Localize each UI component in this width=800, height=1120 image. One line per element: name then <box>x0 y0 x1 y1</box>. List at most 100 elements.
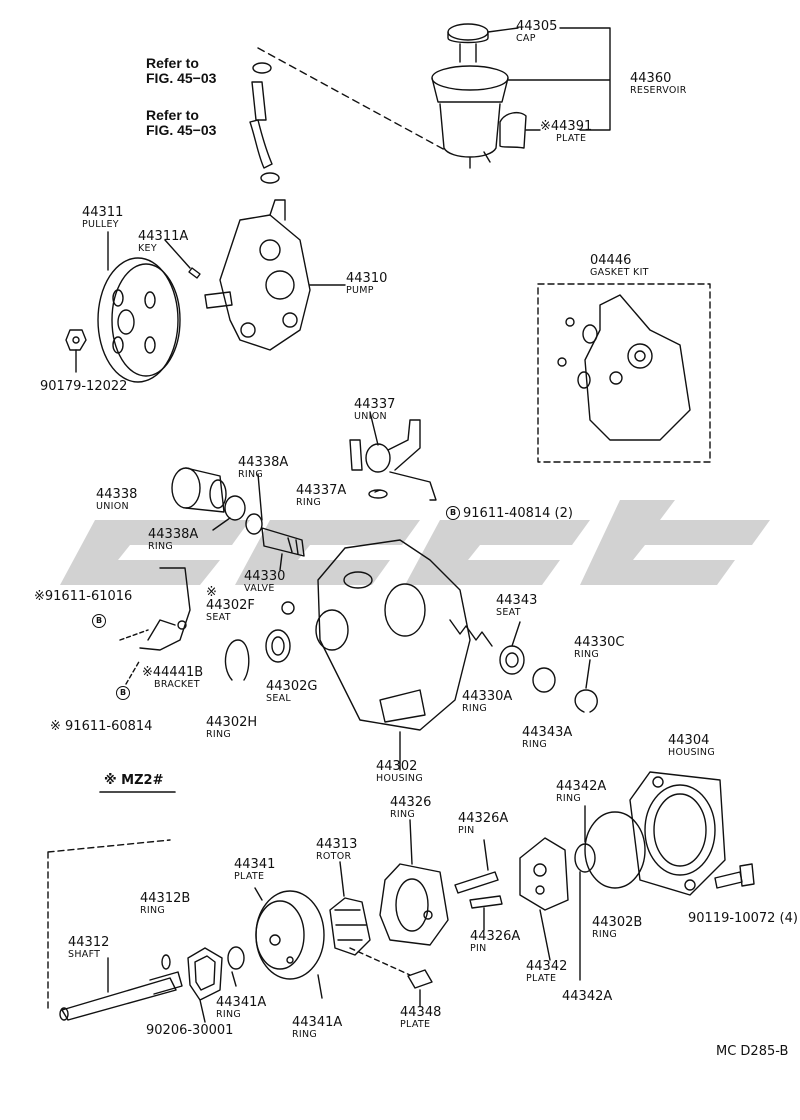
part-label-44338A-upper: 44338A RING <box>238 456 288 480</box>
pulley-icon <box>97 257 181 383</box>
part-name: VALVE <box>244 583 275 594</box>
part-name: RING <box>238 469 264 480</box>
part-number: 44312 <box>68 935 110 950</box>
part-name: SEAT <box>496 607 521 618</box>
seal-90206-icon <box>187 947 223 1001</box>
part-number: 44302G <box>266 679 318 694</box>
part-name: RING <box>522 739 548 750</box>
seal-44302G-icon <box>265 629 291 663</box>
part-name: RING <box>390 809 416 820</box>
part-name: PLATE <box>400 1019 431 1030</box>
part-number: 44312B <box>140 891 191 906</box>
part-number: 44341 <box>234 857 276 872</box>
part-name: RING <box>462 703 488 714</box>
part-label-44330: 44330 VALVE <box>244 570 285 594</box>
part-mark: ※ <box>206 585 217 600</box>
part-number: 44310 <box>346 271 388 286</box>
part-number: 44326A <box>458 811 509 826</box>
part-number: 44341A <box>292 1015 343 1030</box>
part-label-44348: 44348 PLATE <box>400 1006 441 1030</box>
part-label-44343A: 44343A RING <box>522 726 572 750</box>
part-name: SHAFT <box>68 949 101 960</box>
gasket-kit-box <box>537 283 711 463</box>
part-label-04446: 04446 GASKET KIT <box>590 254 649 278</box>
part-number: ※44391 <box>540 119 593 134</box>
part-label-44312: 44312 SHAFT <box>68 936 109 960</box>
part-label-90179: 90179-12022 <box>40 380 127 393</box>
ring-44330C-icon <box>574 689 598 713</box>
part-label-44342: 44342 PLATE <box>526 960 567 984</box>
part-name: SEAT <box>206 612 231 623</box>
part-name: UNION <box>96 501 129 512</box>
part-name: PUMP <box>346 285 374 296</box>
part-label-44341A-left: 44341A RING <box>216 996 266 1020</box>
part-number: 44348 <box>400 1005 442 1020</box>
part-number: 44305 <box>516 19 558 34</box>
part-label-44341A-right: 44341A RING <box>292 1016 342 1040</box>
part-label-44330A: 44330A RING <box>462 690 512 714</box>
part-name: UNION <box>354 411 387 422</box>
part-number: 44342 <box>526 959 568 974</box>
part-number: ※ 91611-60814 <box>50 719 153 734</box>
part-name: RING <box>140 905 166 916</box>
ring-44341A-icon <box>227 946 245 970</box>
model-note-mz2: ※ MZ2# <box>104 773 164 788</box>
part-number: 44302B <box>592 915 643 930</box>
bolt-icon <box>714 863 755 889</box>
mz2-group-boundary <box>47 839 171 1011</box>
part-name: PIN <box>458 825 475 836</box>
part-name: RING <box>292 1029 318 1040</box>
part-name: PLATE <box>526 973 557 984</box>
plate-44341-icon <box>255 890 325 980</box>
part-number: 90179-12022 <box>40 379 128 394</box>
ring-44337A-icon <box>368 489 388 499</box>
part-number: 44360 <box>630 71 672 86</box>
part-number: 44330C <box>574 635 625 650</box>
reservoir-plate-icon <box>499 111 527 149</box>
part-label-44441B: ※44441B BRACKET <box>142 666 203 690</box>
part-label-44337A: 44337A RING <box>296 484 346 508</box>
pump-icon <box>204 199 311 351</box>
ring-44302H-icon <box>224 639 250 681</box>
part-label-44302B: 44302B RING <box>592 916 642 940</box>
part-number: 44330A <box>462 689 513 704</box>
reference-note-lower: Refer to FIG. 45−03 <box>146 108 216 137</box>
plate-44342-icon <box>519 837 569 911</box>
watermark-logo <box>60 500 770 585</box>
part-number: 44338A <box>238 455 289 470</box>
part-label-44311: 44311 PULLEY <box>82 206 123 230</box>
reservoir-guide-line <box>257 47 446 151</box>
nut-icon <box>65 329 87 351</box>
part-label-44311A: 44311A KEY <box>138 230 188 254</box>
part-number: 44313 <box>316 837 358 852</box>
part-name: RING <box>216 1009 242 1020</box>
hose-lower-icon <box>249 119 280 184</box>
part-number: 44343 <box>496 593 538 608</box>
part-label-44338A-lower: 44338A RING <box>148 528 198 552</box>
ring-44338A-lower-icon <box>245 513 263 535</box>
part-number: ※91611-61016 <box>34 589 133 604</box>
union-44338-icon <box>171 467 227 513</box>
part-name: SEAL <box>266 693 292 704</box>
seat-44343-icon <box>499 645 525 675</box>
part-label-44391: ※44391 PLATE <box>540 120 592 144</box>
part-number: 44341A <box>216 995 267 1010</box>
part-name: PLATE <box>234 871 265 882</box>
ring-44338A-upper-icon <box>224 495 246 521</box>
part-name: RING <box>148 541 174 552</box>
part-marker-91611-60814: B <box>116 684 133 700</box>
part-number: 90206-30001 <box>146 1023 234 1038</box>
valve-icon <box>261 527 305 557</box>
part-name: BRACKET <box>154 679 200 690</box>
part-name: RING <box>296 497 322 508</box>
part-label-44342A-upper: 44342A RING <box>556 780 606 804</box>
part-number: 44337A <box>296 483 347 498</box>
part-number: 44342A <box>556 779 607 794</box>
ring-44342A-icon <box>574 843 596 873</box>
housing-44302-icon <box>315 539 471 731</box>
part-name: RING <box>556 793 582 804</box>
ring-44302B-icon <box>584 811 646 889</box>
part-number: 44326A <box>470 929 521 944</box>
part-name: HOUSING <box>376 773 423 784</box>
